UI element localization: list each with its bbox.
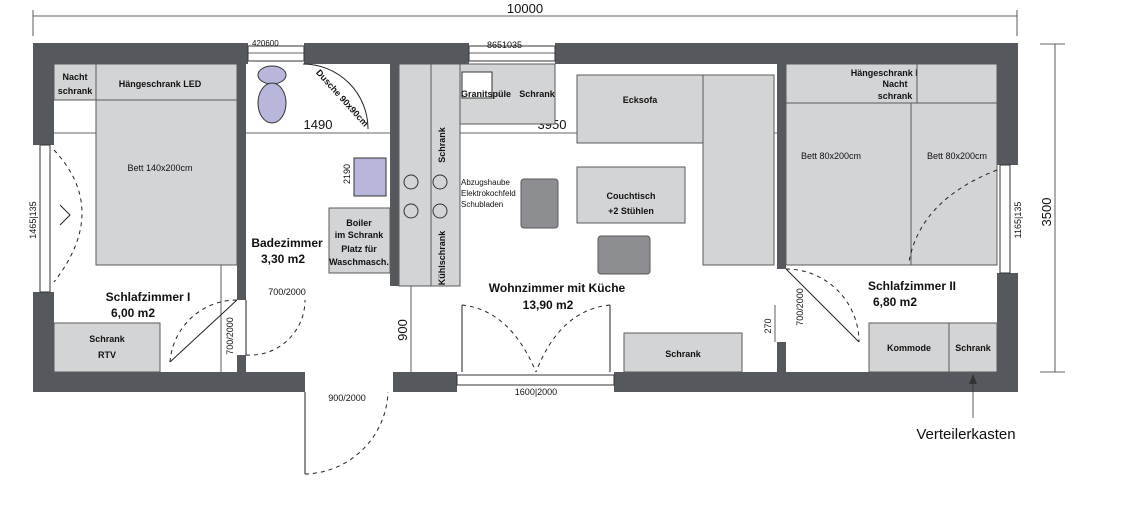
dimension-bath-width: 1490 (304, 117, 333, 132)
dimension-right-window: 1165|135 (1013, 202, 1023, 239)
toilet (257, 82, 287, 124)
dimension-right: 3500 (1039, 43, 1065, 373)
wardrobe-1-rtv-label: RTV (98, 350, 116, 360)
boiler-label-2: im Schrank (335, 230, 385, 240)
bath-door: 700/2000 (268, 287, 306, 297)
bedroom-2: Hängeschrank LED Nacht schrank Bett 80x2… (785, 63, 998, 373)
hood-label-1: Abzugshaube (461, 178, 510, 187)
living-cabinet (623, 332, 743, 373)
nightstand-2-label-b: schrank (878, 91, 914, 101)
dimension-bath-window: 420600 (252, 39, 279, 48)
dimension-top: 10000 (32, 1, 1018, 36)
distribution-box-label: Verteilerkasten (916, 426, 1015, 443)
living-cabinet-label: Schrank (665, 349, 702, 359)
living-name: Wohnzimmer mit Küche (489, 281, 626, 295)
bedroom-1: Nacht schrank Hängeschrank LED Bett 140x… (53, 63, 238, 373)
exterior-walls (33, 43, 1018, 392)
wardrobe-2 (948, 322, 998, 373)
entrance-door: 900/2000 (328, 393, 366, 403)
coffee-table (576, 166, 686, 224)
bedroom-1-area: 6,00 m2 (111, 306, 155, 320)
dimension-sink: 2190 (342, 164, 352, 184)
granite-sink-label: Granitspüle (461, 89, 511, 99)
hood-label-2: Elektrokochfeld (461, 189, 516, 198)
nightstand-1-label-a: Nacht (62, 72, 87, 82)
bath-name: Badezimmer (251, 236, 323, 250)
toilet-tank (257, 65, 287, 85)
nightstand-1-label-b: schrank (58, 86, 94, 96)
dimension-left-window: 1465|135 (28, 201, 38, 238)
fridge-label: Kühlschrank (437, 230, 447, 286)
kitchen-schrank-label: Schrank (437, 126, 447, 163)
wardrobe-1 (53, 322, 161, 373)
nightstand-2 (916, 63, 998, 104)
nightstand-2-label-a: Nacht (882, 79, 907, 89)
living-kitchen: Schrank Kühlschrank Granitspüle Schrank … (304, 63, 775, 475)
single-bed-2 (910, 102, 998, 266)
double-bed-label: Bett 140x200cm (127, 163, 192, 173)
nightstand-1 (53, 63, 97, 101)
dresser (868, 322, 950, 373)
wall-cabinet-1-label: Hängeschrank LED (119, 79, 202, 89)
chair-2 (597, 235, 651, 275)
coffee-table-label-1: Couchtisch (606, 191, 655, 201)
bedroom-2-name: Schlafzimmer II (868, 279, 956, 293)
bedroom-1-name: Schlafzimmer I (106, 290, 191, 304)
dimension-living-900: 900 (395, 319, 410, 341)
bath-area: 3,30 m2 (261, 252, 305, 266)
corner-sofa-label: Ecksofa (623, 95, 659, 105)
kitchen-cabinets (430, 63, 461, 287)
wardrobe-1-label: Schrank (89, 334, 126, 344)
kitchen-upper-schrank-label: Schrank (519, 89, 556, 99)
wardrobe-2-label: Schrank (955, 343, 992, 353)
distribution-box: Verteilerkasten (916, 374, 1016, 443)
living-area: 13,90 m2 (523, 298, 574, 312)
bathroom: Dusche 90x90cm Boiler im Schrank Platz f… (245, 63, 391, 356)
boiler-cabinet (328, 207, 391, 274)
sink (353, 157, 387, 197)
boiler-label-3: Platz für (341, 244, 377, 254)
boiler-label-1: Boiler (346, 218, 372, 228)
patio-door: 1600|2000 (515, 387, 557, 397)
corner-sofa-back (576, 74, 704, 144)
wall-cabinet-2-label: Hängeschrank LED (851, 68, 934, 78)
wall-cabinet-2 (785, 63, 918, 104)
windows (39, 45, 1011, 386)
hood-label-3: Schubladen (461, 200, 503, 209)
dimension-kitchen-window: 8651035 (487, 40, 522, 50)
dresser-label: Kommode (887, 343, 931, 353)
single-bed-2-label: Bett 80x200cm (927, 151, 987, 161)
single-bed-1-label: Bett 80x200cm (801, 151, 861, 161)
single-bed-1 (785, 102, 912, 266)
chair-1 (520, 178, 559, 229)
bedroom-2-area: 6,80 m2 (873, 295, 917, 309)
coffee-table-label-2: +2 Stühlen (608, 206, 654, 216)
dimension-total-width: 10000 (507, 1, 543, 16)
corner-sofa-side (702, 74, 775, 266)
bedroom-2-door: 700/2000 (795, 288, 805, 326)
dimension-total-depth: 3500 (1039, 198, 1054, 227)
kitchen-counter (398, 63, 432, 287)
dimension-living-270: 270 (763, 318, 773, 333)
double-bed (95, 99, 238, 266)
bedroom-1-door: 700/2000 (225, 317, 235, 355)
boiler-label-4: Waschmasch. (329, 257, 389, 267)
